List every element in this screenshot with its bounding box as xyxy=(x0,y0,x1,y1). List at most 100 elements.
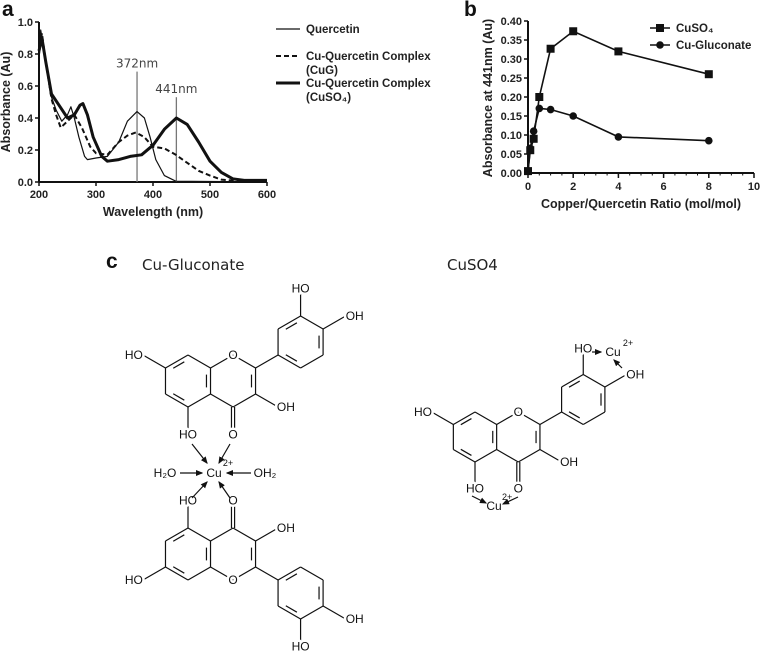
bond xyxy=(232,354,256,369)
water-left-label: H₂O xyxy=(154,466,177,480)
circle-marker xyxy=(569,112,577,120)
square-marker xyxy=(529,134,538,143)
double-bond xyxy=(460,448,472,456)
ring-b-bond xyxy=(561,411,584,426)
hydroxyl-3-label: OH xyxy=(560,455,578,469)
y-tick-label: 1.0 xyxy=(18,17,33,29)
series-line xyxy=(37,36,267,182)
ring-b-bond xyxy=(300,354,324,369)
bond xyxy=(496,411,519,426)
ring-a-bond xyxy=(165,566,189,581)
carbonyl-oxygen-label: O xyxy=(228,427,237,441)
double-bond xyxy=(172,361,185,369)
x-tick-label: 300 xyxy=(87,189,105,201)
ring-a-bond xyxy=(165,393,189,408)
square-marker xyxy=(569,27,578,36)
copper-charge-label-lower: 2+ xyxy=(502,492,512,502)
ring-a-bond xyxy=(187,354,211,369)
ring-a-bond xyxy=(187,527,211,542)
x-tick-label: 4 xyxy=(615,181,622,193)
circle-marker xyxy=(656,41,664,49)
bond xyxy=(210,566,234,581)
bond xyxy=(232,566,256,581)
panel-label-b: b xyxy=(464,0,477,21)
ring-a-bond xyxy=(165,354,189,369)
square-marker xyxy=(656,24,664,32)
coordination-arrow xyxy=(218,481,231,499)
y-tick-label: 0.8 xyxy=(18,49,33,61)
coordination-arrow xyxy=(501,496,519,505)
hydroxyl-3prime-label: HO xyxy=(574,341,592,355)
bond xyxy=(322,315,346,330)
circle-marker xyxy=(529,127,538,135)
chart-a: Wavelength (nm) Absorbance (Au) 200 300 40… xyxy=(0,17,431,219)
y-tick-label: 0.0 xyxy=(18,177,33,189)
chart-b-xlabel: Copper/Quercetin Ratio (mol/mol) xyxy=(541,197,741,211)
bond xyxy=(142,566,166,581)
double-bond xyxy=(172,393,185,401)
structure-title-cuso4: CuSO4 xyxy=(447,256,498,274)
coordination-arrow xyxy=(191,443,208,464)
structure-title-cu-gluconate: Cu-Gluconate xyxy=(142,256,244,274)
copper-label: Cu xyxy=(206,466,221,480)
bond xyxy=(539,448,562,463)
hydroxyl-7-label: HO xyxy=(125,348,143,362)
double-bond xyxy=(285,605,298,613)
x-tick-label: 400 xyxy=(144,189,162,201)
x-tick-label: 0 xyxy=(525,181,531,193)
series-line xyxy=(38,29,268,183)
bond xyxy=(255,393,279,408)
legend-label: (CuG) xyxy=(306,65,338,77)
ring-oxygen-label: O xyxy=(228,573,237,587)
ring-b-bond xyxy=(300,566,324,581)
legend-label: Quercetin xyxy=(306,24,360,36)
bond xyxy=(255,527,279,542)
bond xyxy=(496,448,519,463)
carbonyl-oxygen-label: O xyxy=(228,494,237,508)
chart-a-ylabel: Absorbance (Au) xyxy=(0,52,13,153)
bond xyxy=(232,393,256,408)
x-tick-label: 200 xyxy=(30,189,48,201)
y-tick-label: 0.4 xyxy=(18,113,34,125)
legend-label: Cu-Quercetin Complex xyxy=(306,51,431,63)
ring-a-bond xyxy=(453,411,476,426)
circle-marker xyxy=(614,133,623,141)
ring-b-bond xyxy=(277,605,301,620)
y-tick-label: 0.10 xyxy=(501,130,522,142)
circle-marker xyxy=(524,167,532,175)
circle-marker xyxy=(526,144,535,153)
chart-b: Copper/Quercetin Ratio (mol/mol) Absorba… xyxy=(481,16,760,211)
bond xyxy=(210,527,234,542)
hydroxyl-4prime-label: OH xyxy=(346,612,364,626)
inter-ring-bond xyxy=(255,354,279,369)
bond xyxy=(517,448,541,463)
ring-a-bond xyxy=(474,411,497,426)
ring-b-bond xyxy=(582,411,606,426)
x-tick-label: 500 xyxy=(201,189,219,201)
double-bond xyxy=(285,322,298,330)
legend-label: CuSO₄ xyxy=(676,23,713,35)
copper-label-upper: Cu xyxy=(605,345,620,359)
bond xyxy=(232,527,256,542)
coordination-arrow xyxy=(191,481,208,499)
ring-b-bond xyxy=(277,315,301,330)
square-marker xyxy=(614,47,623,56)
hydroxyl-7-label: HO xyxy=(125,573,143,587)
coordination-arrow xyxy=(218,443,231,465)
ring-b-bond xyxy=(277,354,301,369)
coordination-arrow xyxy=(613,359,623,369)
square-marker xyxy=(546,44,555,53)
chart-a-xlabel: Wavelength (nm) xyxy=(103,205,203,219)
ring-a-bond xyxy=(187,393,211,408)
ring-b-bond xyxy=(582,373,606,388)
x-tick-label: 6 xyxy=(661,181,667,193)
circle-marker xyxy=(546,105,555,114)
square-marker xyxy=(704,70,713,79)
legend-label: (CuSO₄) xyxy=(306,92,351,104)
copper-label-lower: Cu xyxy=(486,499,501,513)
y-tick-label: 0.00 xyxy=(501,168,522,180)
double-bond xyxy=(172,566,185,574)
hydroxyl-4prime-label: OH xyxy=(346,309,364,323)
